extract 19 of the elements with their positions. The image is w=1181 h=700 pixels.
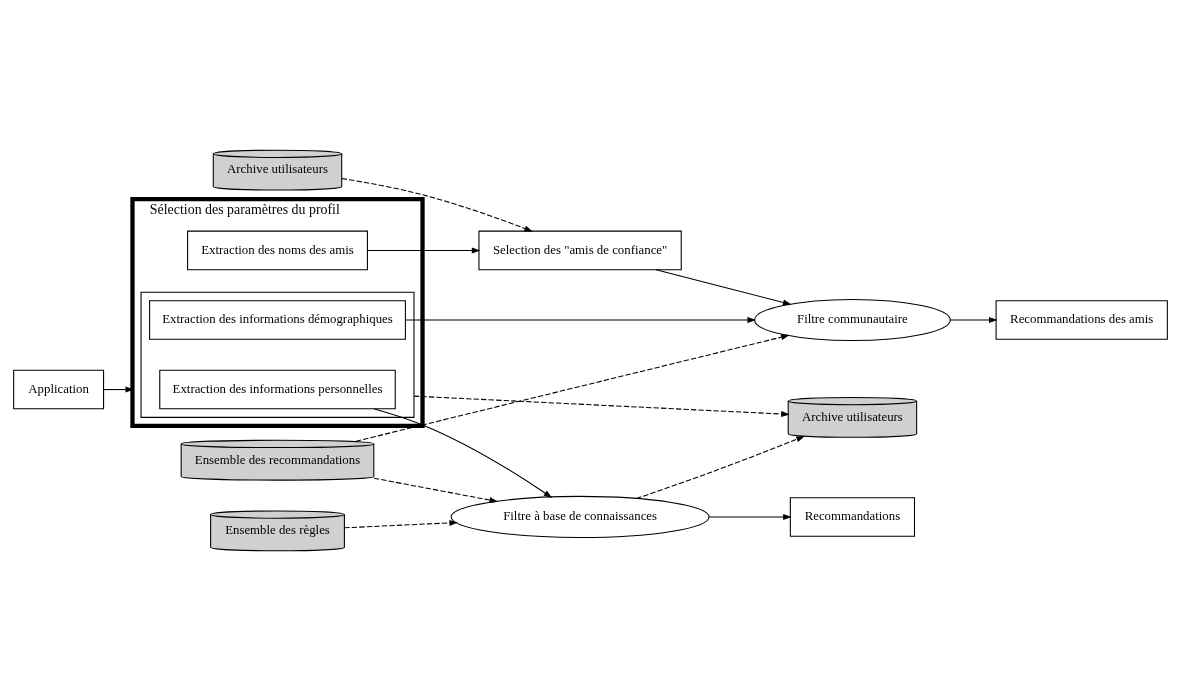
arrow <box>949 316 998 323</box>
arrow <box>708 513 792 520</box>
arrow <box>635 435 805 499</box>
cluster <box>140 291 415 418</box>
arrow <box>413 395 790 417</box>
node-box: Selection des "amis de confiance" <box>478 230 682 270</box>
node-box: Extraction des informations démographiques <box>149 299 406 340</box>
node-box: Extraction des informations personnelles <box>159 369 396 409</box>
node-box: Application <box>13 369 105 409</box>
arrow <box>373 477 499 503</box>
arrow <box>343 519 458 528</box>
arrow <box>355 333 790 442</box>
node-box: Extraction des noms des amis <box>187 230 368 270</box>
arrow <box>341 177 533 232</box>
arrow <box>405 316 756 323</box>
node-box: Recommandations des amis <box>995 299 1168 340</box>
arrow <box>366 246 481 253</box>
arrow <box>655 268 792 305</box>
node-box: Recommandations <box>789 496 916 537</box>
